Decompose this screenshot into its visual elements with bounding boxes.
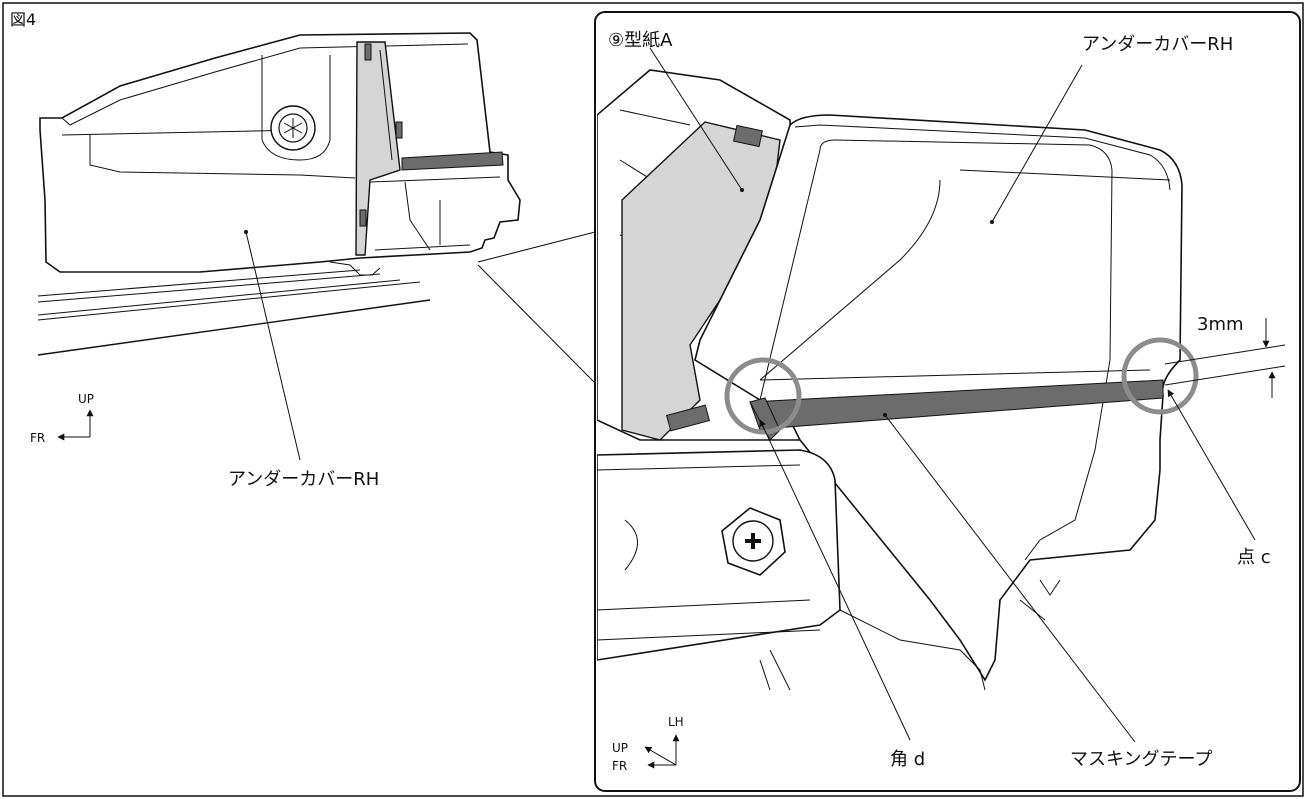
detail-illustration: [597, 69, 1199, 691]
leader-pattern-a: [649, 47, 743, 191]
orientation-indicator-overview: UP FR: [30, 392, 94, 445]
masking-tape-strip: [749, 379, 1164, 431]
figure-title: 図4: [10, 10, 36, 29]
dimension-3mm: [1164, 318, 1286, 398]
overview-illustration: [37, 32, 521, 461]
axis-lh-label: LH: [668, 715, 684, 729]
leader-corner-d: [759, 419, 911, 741]
label-corner-d: 角 d: [890, 749, 925, 770]
leader-point-c: [1167, 389, 1256, 541]
leader-under-cover-detail: [991, 64, 1083, 223]
label-under-cover-detail: アンダーカバーRH: [1082, 34, 1233, 55]
label-pattern-a: ⑨型紙A: [608, 30, 673, 51]
zoom-connector-top: [477, 231, 596, 263]
point-c-highlight-ring: [1121, 337, 1199, 415]
axis-up-label: UP: [78, 392, 94, 406]
corner-d-highlight-ring: [724, 357, 802, 435]
label-under-cover-overview: アンダーカバーRH: [228, 469, 379, 490]
axis-fr-label-detail: FR: [612, 759, 627, 773]
orientation-indicator-detail: LH UP FR: [612, 715, 684, 773]
axis-up-label-detail: UP: [612, 741, 628, 755]
label-point-c: 点 c: [1237, 547, 1271, 568]
zoom-connector-bottom: [477, 264, 596, 384]
axis-fr-label: FR: [30, 431, 45, 445]
label-3mm: 3mm: [1197, 314, 1244, 335]
leader-masking-tape: [884, 414, 1136, 743]
label-masking-tape: マスキングテープ: [1070, 749, 1212, 770]
